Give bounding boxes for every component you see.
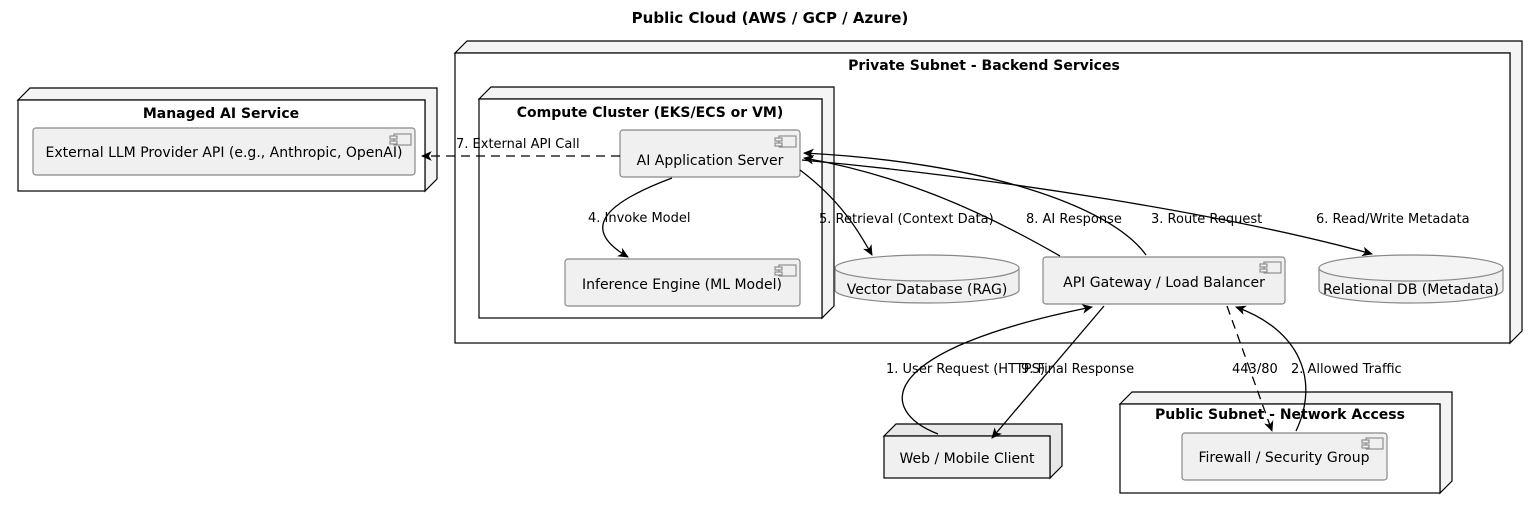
edge-ports bbox=[1226, 305, 1274, 432]
component-external-llm-api[interactable]: External LLM Provider API (e.g., Anthrop… bbox=[32, 127, 416, 176]
component-external-llm-api-label: External LLM Provider API (e.g., Anthrop… bbox=[46, 145, 403, 161]
database-relational-db-label: Relational DB (Metadata) bbox=[1323, 282, 1499, 298]
component-icon bbox=[389, 133, 412, 146]
edge-user-request bbox=[901, 304, 1093, 435]
edge-allowed-traffic bbox=[1235, 305, 1307, 432]
diagram-title: Public Cloud (AWS / GCP / Azure) bbox=[632, 9, 909, 27]
node-public-subnet-label: Public Subnet - Network Access bbox=[1155, 407, 1405, 423]
edge-label-invoke-model: 4. Invoke Model bbox=[588, 211, 690, 226]
edge-invoke-model bbox=[602, 177, 673, 258]
edge-ai-response bbox=[803, 154, 1061, 257]
component-icon bbox=[774, 264, 797, 277]
edge-label-user-request: 1. User Request (HTTPS) bbox=[886, 362, 1045, 377]
component-ai-application-server-label: AI Application Server bbox=[637, 153, 784, 169]
component-icon bbox=[1361, 437, 1384, 450]
edge-label-read-write-metadata: 6. Read/Write Metadata bbox=[1316, 212, 1470, 227]
node-private-subnet-label: Private Subnet - Backend Services bbox=[848, 58, 1120, 74]
component-inference-engine[interactable]: Inference Engine (ML Model) bbox=[564, 258, 801, 307]
database-relational-db[interactable]: Relational DB (Metadata) bbox=[1318, 254, 1504, 304]
component-icon bbox=[1259, 261, 1282, 274]
edge-label-allowed-traffic: 2. Allowed Traffic bbox=[1291, 362, 1402, 377]
node-web-mobile-client[interactable]: Web / Mobile Client bbox=[882, 423, 1063, 480]
component-inference-engine-label: Inference Engine (ML Model) bbox=[582, 277, 782, 293]
edge-route-request bbox=[803, 148, 1147, 256]
component-firewall-label: Firewall / Security Group bbox=[1199, 450, 1370, 466]
edge-label-route-request: 3. Route Request bbox=[1151, 212, 1262, 227]
edge-retrieval-context-data bbox=[799, 169, 873, 256]
node-managed-ai-service-label: Managed AI Service bbox=[143, 106, 299, 122]
edge-label-final-response: 9. Final Response bbox=[1021, 362, 1134, 377]
component-api-gateway[interactable]: API Gateway / Load Balancer bbox=[1042, 256, 1286, 305]
component-ai-application-server[interactable]: AI Application Server bbox=[619, 129, 801, 178]
component-firewall[interactable]: Firewall / Security Group bbox=[1181, 432, 1388, 481]
edge-label-ports: 443/80 bbox=[1232, 362, 1278, 377]
node-compute-cluster-label: Compute Cluster (EKS/ECS or VM) bbox=[517, 105, 784, 121]
edge-read-write-metadata bbox=[801, 159, 1373, 257]
edge-label-ai-response: 8. AI Response bbox=[1026, 212, 1122, 227]
edge-final-response bbox=[991, 305, 1105, 439]
edge-label-retrieval-context-data: 5. Retrieval (Context Data) bbox=[819, 212, 994, 227]
database-vector-db-label: Vector Database (RAG) bbox=[847, 282, 1008, 298]
database-vector-db[interactable]: Vector Database (RAG) bbox=[834, 254, 1020, 304]
component-api-gateway-label: API Gateway / Load Balancer bbox=[1063, 275, 1265, 291]
component-icon bbox=[774, 135, 797, 148]
node-web-mobile-client-label: Web / Mobile Client bbox=[899, 451, 1035, 467]
edge-label-external-api-call: 7. External API Call bbox=[456, 137, 580, 152]
